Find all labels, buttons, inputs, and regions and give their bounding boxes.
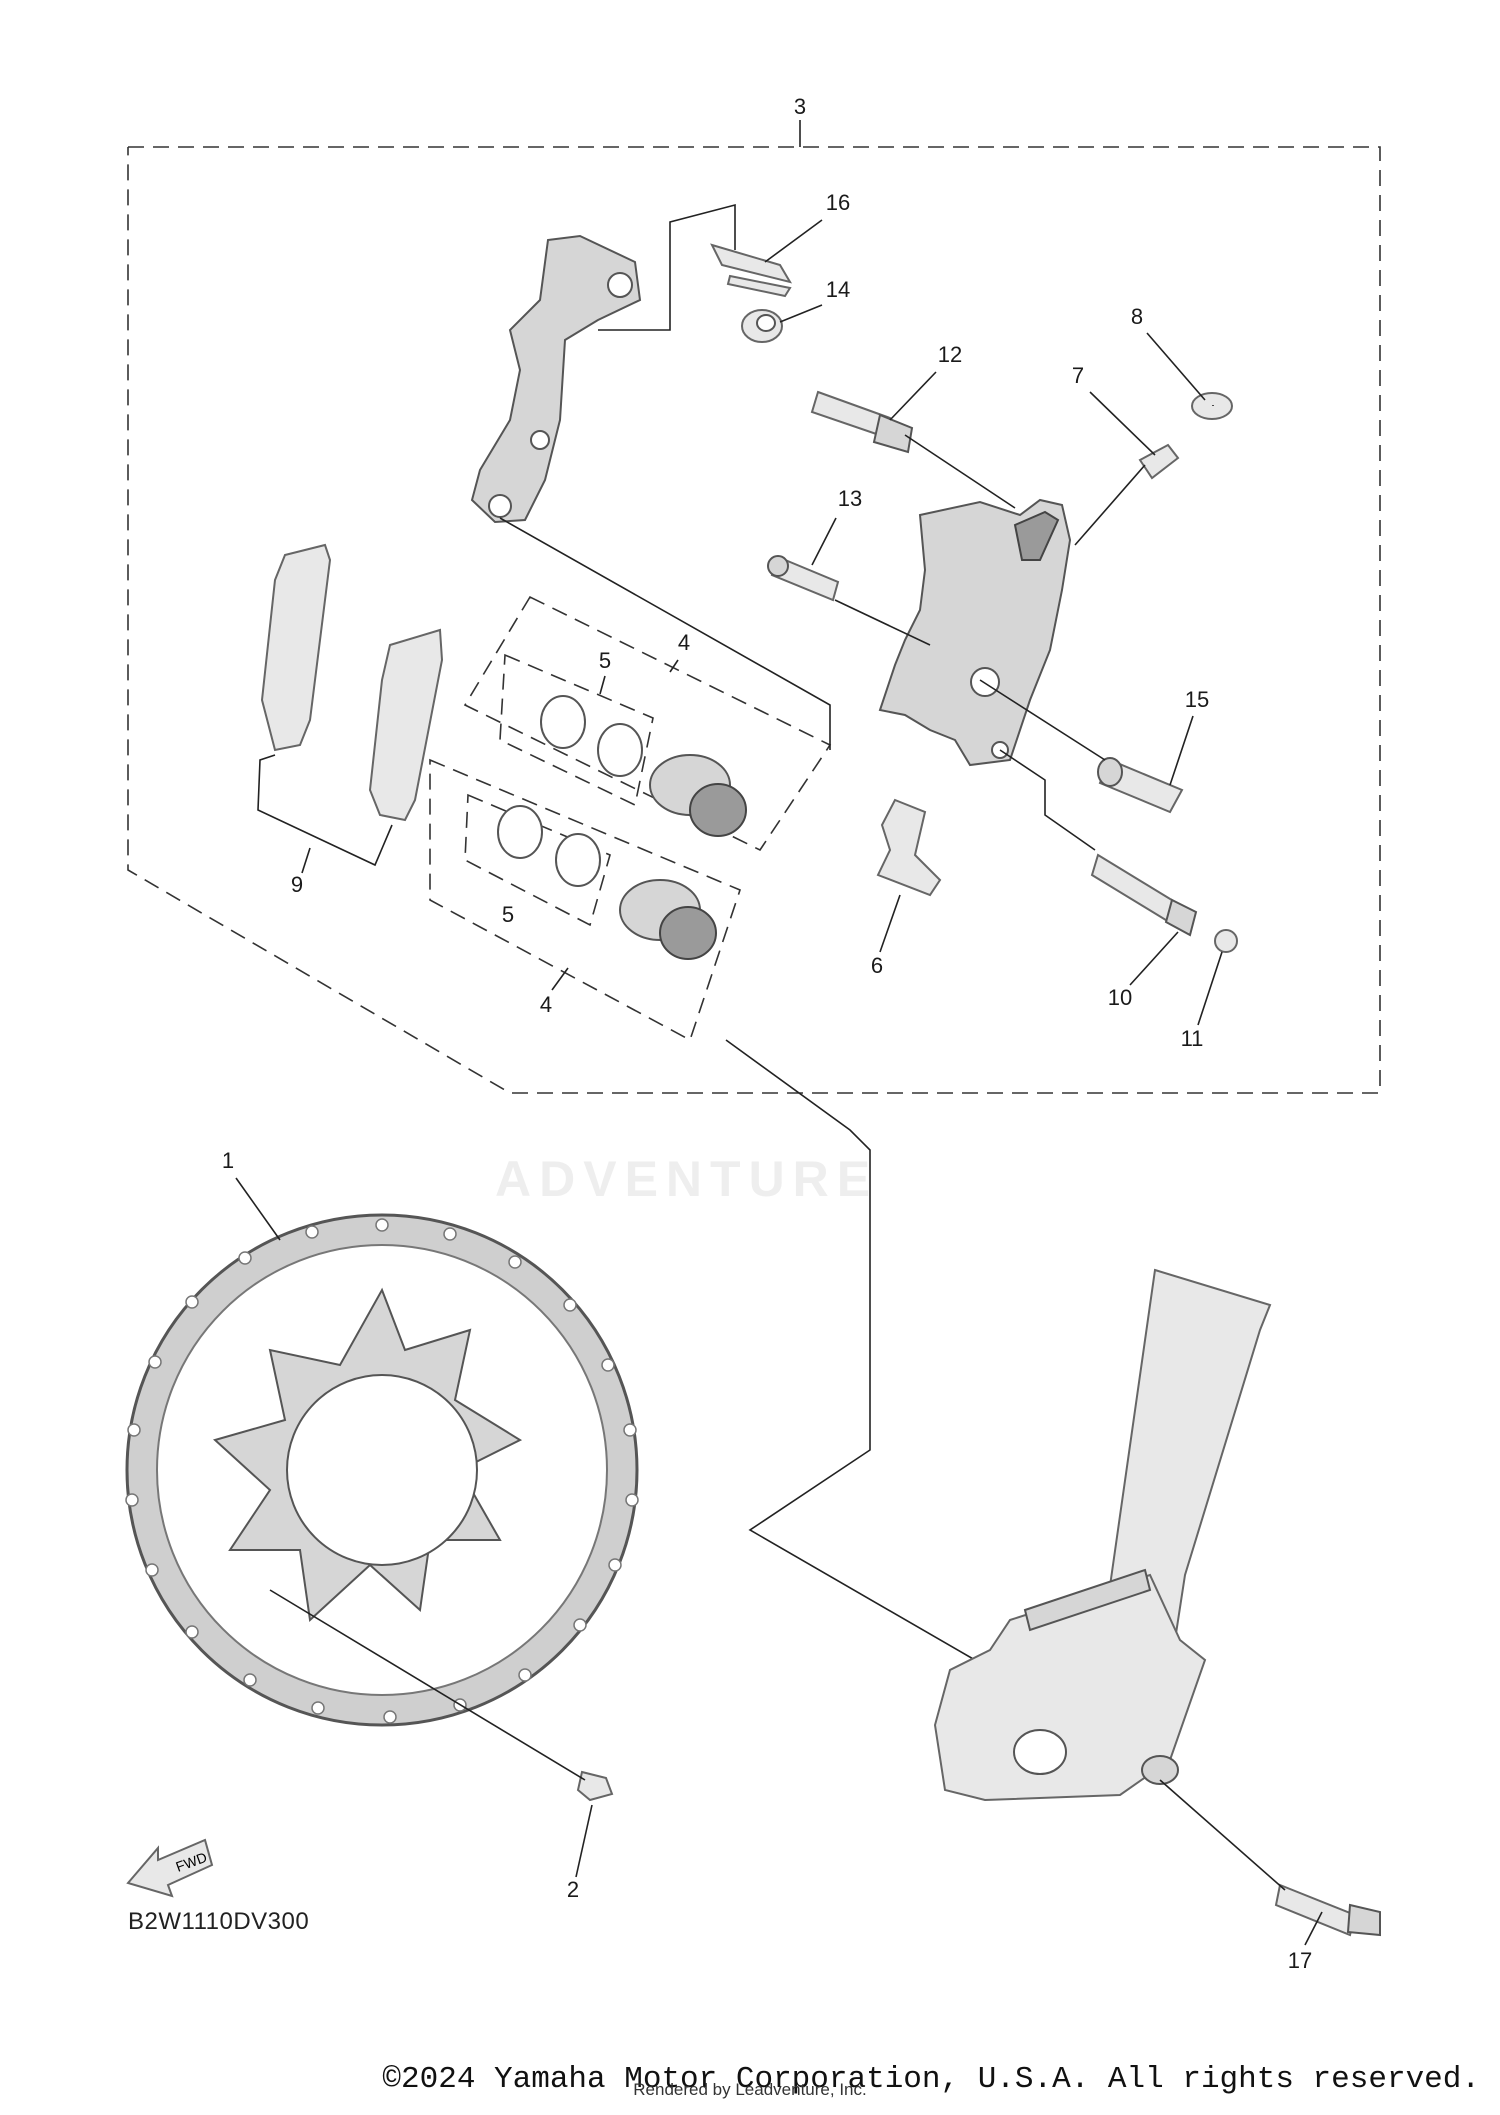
watermark-text: ADVENTURE <box>495 1151 879 1207</box>
caliper-bracket <box>470 234 642 524</box>
callout-13: 13 <box>811 486 862 566</box>
callout-5b: 5 <box>502 902 514 927</box>
callout-label-12: 12 <box>938 342 962 367</box>
nut-part-11 <box>1214 929 1238 953</box>
bolt-part-10 <box>1090 853 1198 937</box>
callout-label-3: 3 <box>794 94 806 119</box>
fork-bolt-leader <box>1159 1779 1286 1891</box>
bleed-screw-part-7 <box>1138 443 1180 480</box>
disc-vent-holes <box>125 1218 639 1724</box>
callout-8: 8 <box>1131 304 1206 401</box>
callout-label-5-top: 5 <box>599 648 611 673</box>
callout-label-6: 6 <box>871 953 883 978</box>
callout-label-2: 2 <box>567 1877 579 1902</box>
callout-label-7: 7 <box>1072 363 1084 388</box>
callout-3: 3 <box>794 94 806 119</box>
caliper-body <box>878 498 1072 767</box>
callout-7: 7 <box>1072 363 1156 456</box>
callout-label-5-bottom: 5 <box>502 902 514 927</box>
callout-17: 17 <box>1288 1911 1323 1973</box>
callout-14: 14 <box>779 277 850 323</box>
piston-seals-part-5 <box>497 695 643 887</box>
callout-label-17: 17 <box>1288 1948 1312 1973</box>
callout-label-11: 11 <box>1181 1026 1204 1051</box>
callout-15: 15 <box>1169 687 1209 786</box>
pin-part-12 <box>810 390 914 454</box>
callout-label-14: 14 <box>826 277 850 302</box>
callout-label-10: 10 <box>1108 985 1132 1010</box>
callout-label-13: 13 <box>838 486 862 511</box>
callout-12: 12 <box>889 342 962 421</box>
pin-part-13 <box>767 555 840 602</box>
rendered-by-notice: Rendered by Leadventure, Inc. <box>633 2080 867 2099</box>
disc-bolt-leader <box>269 1589 586 1781</box>
callout-label-8: 8 <box>1131 304 1143 329</box>
callout-label-4-top: 4 <box>678 630 690 655</box>
brake-pads-part-9 <box>260 543 444 822</box>
callout-9: 9 <box>291 847 311 897</box>
assembly-leader-lines <box>257 405 1214 1661</box>
caliper-assembly-boundary <box>127 120 1381 1094</box>
brake-disc-part-1 <box>125 1213 639 1727</box>
bracket-to-clip-leader <box>598 203 736 331</box>
callout-1: 1 <box>222 1148 281 1241</box>
callout-11: 11 <box>1181 951 1223 1051</box>
copyright-notice: ©2024 Yamaha Motor Corporation, U.S.A. A… <box>382 2062 1480 2097</box>
callout-10: 10 <box>1108 931 1179 1010</box>
seal-kit-boxes <box>429 595 832 1042</box>
callout-label-9: 9 <box>291 872 303 897</box>
diagram-code: B2W1110DV300 <box>128 1908 310 1935</box>
disc-bolt-part-2 <box>576 1770 614 1802</box>
pad-spring-part-6 <box>876 798 942 897</box>
callout-label-1: 1 <box>222 1148 234 1173</box>
callout-5a: 5 <box>599 648 611 695</box>
callout-16: 16 <box>764 190 850 263</box>
boot-part-14 <box>741 309 783 343</box>
callout-4b: 4 <box>540 967 569 1017</box>
bolt-part-15 <box>1097 757 1184 814</box>
callout-label-16: 16 <box>826 190 850 215</box>
callout-4a: 4 <box>669 630 690 673</box>
callout-label-15: 15 <box>1185 687 1209 712</box>
callout-label-4-bottom: 4 <box>540 992 552 1017</box>
cap-part-8 <box>1191 392 1233 420</box>
callout-2: 2 <box>567 1804 593 1902</box>
fork-bolt-part-17 <box>1274 1883 1381 1937</box>
callout-6: 6 <box>871 894 901 978</box>
front-fork <box>933 1268 1272 1802</box>
pad-spring-part-16 <box>710 243 793 298</box>
fwd-arrow-icon: FWD <box>126 1838 214 1898</box>
pistons <box>619 754 747 960</box>
